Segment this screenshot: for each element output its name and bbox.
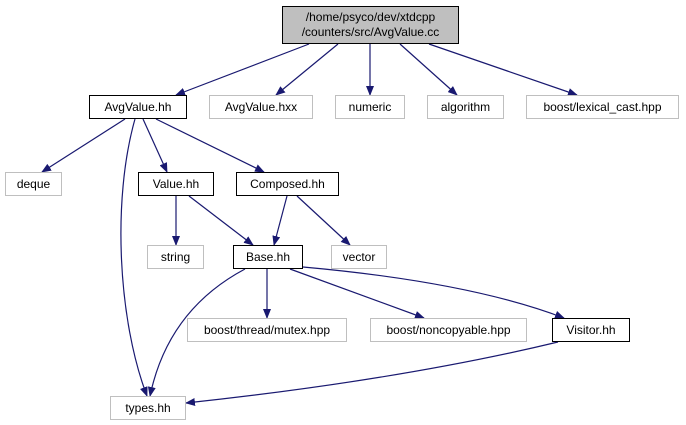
edge-base-hh-to-visitor-hh bbox=[302, 266, 565, 319]
edge-avgvalue-hh-to-value-hh bbox=[142, 118, 168, 173]
node-boost-lexical-cast-label: boost/lexical_cast.hpp bbox=[543, 100, 662, 114]
node-base-hh[interactable]: Base.hh bbox=[233, 245, 303, 269]
node-vector: vector bbox=[331, 245, 387, 269]
node-base-hh-label: Base.hh bbox=[245, 250, 291, 264]
edge-value-hh-to-base-hh bbox=[188, 195, 254, 246]
edge-composed-hh-to-vector bbox=[296, 195, 351, 246]
node-boost-thread-mutex-label: boost/thread/mutex.hpp bbox=[203, 323, 331, 337]
node-value-hh[interactable]: Value.hh bbox=[138, 172, 214, 196]
edge-base-hh-to-types-hh bbox=[147, 268, 246, 397]
edge-visitor-hh-to-types-hh bbox=[185, 341, 559, 407]
node-types-hh: types.hh bbox=[110, 396, 186, 420]
node-vector-label: vector bbox=[342, 250, 376, 264]
node-boost-noncopyable: boost/noncopyable.hpp bbox=[370, 318, 527, 342]
node-avgvalue-hxx: AvgValue.hxx bbox=[209, 95, 313, 119]
node-deque-label: deque bbox=[16, 177, 51, 191]
node-composed-hh[interactable]: Composed.hh bbox=[236, 172, 339, 196]
edge-root-to-avgvalue-hh bbox=[175, 43, 310, 96]
node-numeric-label: numeric bbox=[348, 100, 392, 114]
node-avgvalue-hh-label: AvgValue.hh bbox=[104, 100, 172, 114]
edge-base-hh-to-noncopyable bbox=[289, 268, 425, 319]
node-string-label: string bbox=[160, 250, 191, 264]
node-value-hh-label: Value.hh bbox=[152, 177, 200, 191]
node-visitor-hh-label: Visitor.hh bbox=[566, 323, 616, 337]
node-avgvalue-cc-label: /home/psyco/dev/xtdcpp /counters/src/Avg… bbox=[301, 10, 440, 39]
edge-composed-hh-to-base-hh bbox=[272, 195, 288, 246]
edge-root-to-avgvalue-hxx bbox=[275, 43, 339, 96]
node-avgvalue-hxx-label: AvgValue.hxx bbox=[224, 100, 298, 114]
edge-root-to-algorithm bbox=[399, 43, 458, 96]
node-boost-thread-mutex: boost/thread/mutex.hpp bbox=[187, 318, 347, 342]
node-avgvalue-cc: /home/psyco/dev/xtdcpp /counters/src/Avg… bbox=[282, 6, 459, 44]
edge-avgvalue-hh-to-deque bbox=[41, 118, 126, 173]
node-string: string bbox=[147, 245, 204, 269]
node-algorithm-label: algorithm bbox=[440, 100, 491, 114]
edge-root-to-lexical-cast bbox=[428, 43, 578, 96]
node-types-hh-label: types.hh bbox=[125, 401, 171, 415]
node-deque: deque bbox=[5, 172, 62, 196]
node-avgvalue-hh[interactable]: AvgValue.hh bbox=[89, 95, 187, 119]
node-visitor-hh[interactable]: Visitor.hh bbox=[552, 318, 630, 342]
node-algorithm: algorithm bbox=[427, 95, 504, 119]
edge-avgvalue-hh-to-types-hh bbox=[120, 118, 148, 397]
edge-avgvalue-hh-to-composed-hh bbox=[155, 118, 265, 173]
node-numeric: numeric bbox=[335, 95, 405, 119]
node-composed-hh-label: Composed.hh bbox=[250, 177, 325, 191]
node-boost-noncopyable-label: boost/noncopyable.hpp bbox=[386, 323, 511, 337]
node-boost-lexical-cast: boost/lexical_cast.hpp bbox=[526, 95, 679, 119]
